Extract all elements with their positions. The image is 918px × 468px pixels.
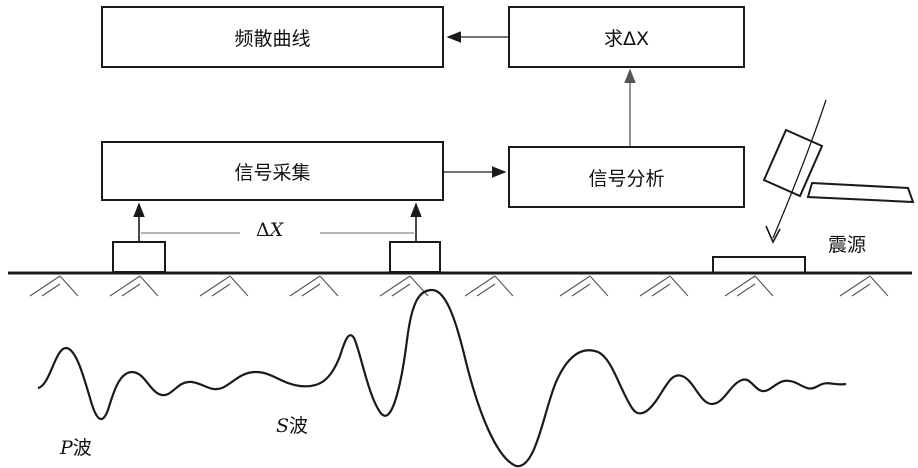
source-plate [712,256,806,274]
dispersion-curve-box: 频散曲线 [101,6,444,68]
p-wave-suffix: 波 [72,437,92,459]
source-label: 震源 [828,234,867,256]
p-wave-variable: P [60,437,73,459]
ground-hatch [29,275,889,297]
signal-analysis-box: 信号分析 [508,146,745,208]
signal-acquisition-box: 信号采集 [101,141,444,201]
dispersion-curve-label: 频散曲线 [234,27,311,50]
sensor-1 [112,241,166,273]
delta-x-variable: X [269,219,284,241]
s-wave-label: S波 [276,411,308,438]
delta-x-box-label: 求ΔX [603,27,649,50]
delta-x-label: ΔX [256,219,283,241]
p-wave-label: P波 [60,433,92,460]
signal-analysis-label: 信号分析 [588,167,665,190]
delta-x-box: 求ΔX [508,6,745,68]
hammer-icon [762,99,915,244]
delta-x-symbol: Δ [256,219,270,241]
sensor-2 [389,241,441,273]
s-wave-suffix: 波 [289,415,309,437]
s-wave-variable: S [276,415,290,437]
waveform [37,288,847,468]
signal-acquisition-label: 信号采集 [234,161,311,184]
